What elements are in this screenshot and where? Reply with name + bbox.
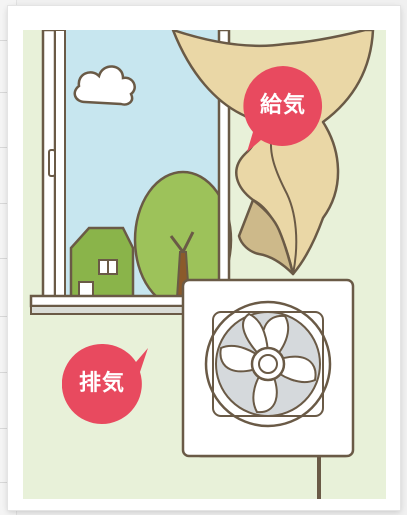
exhaust-air-bubble: 排気 (62, 344, 150, 432)
ventilation-illustration (23, 30, 386, 499)
supply-air-bubble: 給気 (243, 66, 331, 154)
window-icon (29, 30, 241, 315)
exhaust-air-label: 排気 (78, 371, 125, 396)
house-icon (69, 226, 135, 300)
cloud-icon (73, 65, 136, 106)
ventilation-fan-icon (181, 278, 355, 499)
supply-air-label: 給気 (259, 93, 306, 118)
